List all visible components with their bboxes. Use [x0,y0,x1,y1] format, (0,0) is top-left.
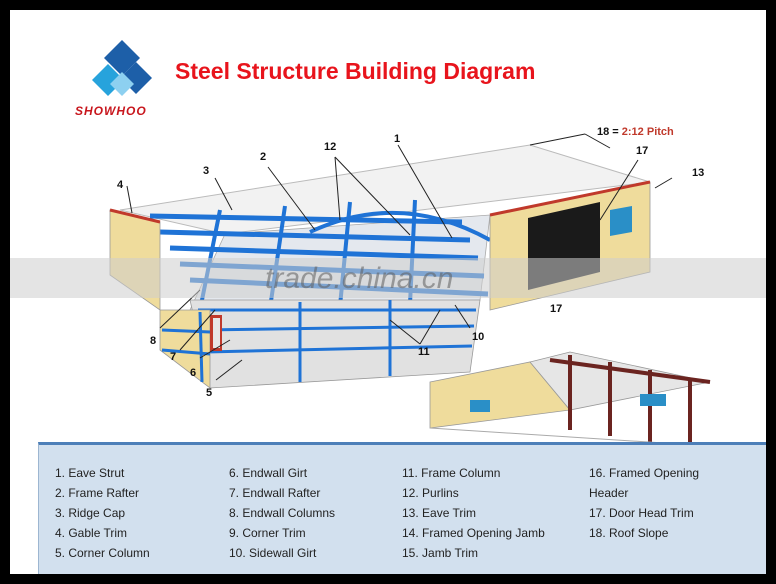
legend-item: 18. Roof Slope [589,526,669,540]
legend-item: 2. Frame Rafter [55,486,140,500]
legend-item: 4. Gable Trim [55,526,128,540]
callout-3: 3 [203,165,209,177]
callout-11: 11 [418,346,430,358]
callout-leaders [126,133,673,381]
callout-12: 12 [324,141,336,153]
callout-6: 6 [190,367,196,379]
legend-item: 8. Endwall Columns [229,506,336,520]
callout-7: 7 [170,351,176,363]
legend-item: Header [589,486,629,500]
sidewall-girts [198,300,476,382]
watermark: trade.china.cn [265,262,454,295]
callout-13: 13 [692,167,704,179]
legend-item: 15. Jamb Trim [402,546,479,560]
callout-10: 10 [472,331,484,343]
legend-item: 9. Corner Trim [229,526,306,540]
legend-column-2: 6. Endwall Girt 7. Endwall Rafter 8. End… [229,463,335,563]
legend-item: 10. Sidewall Girt [229,546,317,560]
legend-column-4: 16. Framed Opening Header 17. Door Head … [589,463,699,543]
pitch-prefix: 18 = [597,126,622,138]
legend-item: 1. Eave Strut [55,466,125,480]
callout-17-bottom: 17 [550,303,562,315]
callout-5: 5 [206,387,212,399]
callout-2: 2 [260,151,266,163]
legend-item: 14. Framed Opening Jamb [402,526,545,540]
callout-8: 8 [150,335,156,347]
callout-1: 1 [394,133,400,145]
legend-item: 17. Door Head Trim [589,506,694,520]
watermark-band [10,258,766,298]
legend-item: 11. Frame Column [402,466,501,480]
legend-item: 5. Corner Column [55,546,150,560]
callout-17-top: 17 [636,145,648,157]
legend-item: 16. Framed Opening [589,466,700,480]
legend-item: 13. Eave Trim [402,506,477,520]
brand-name: SHOWHOO [75,104,147,118]
legend-item: 6. Endwall Girt [229,466,308,480]
pitch-value: 2:12 Pitch [622,126,674,138]
legend-item: 7. Endwall Rafter [229,486,321,500]
legend-panel: 1. Eave Strut 2. Frame Rafter 3. Ridge C… [38,442,766,574]
legend-column-3: 11. Frame Column 12. Purlins 13. Eave Tr… [402,463,545,563]
legend-item: 3. Ridge Cap [55,506,126,520]
showhoo-logo-icon [92,40,152,96]
callout-4: 4 [117,179,124,191]
image-frame: 1 2 3 4 5 6 7 8 10 11 12 13 17 17 18 = 2… [10,10,766,574]
secondary-building [429,351,711,447]
page-title: Steel Structure Building Diagram [175,58,536,84]
legend-item: 12. Purlins [402,486,459,500]
roof-pitch-label: 18 = 2:12 Pitch [597,126,674,138]
legend-column-1: 1. Eave Strut 2. Frame Rafter 3. Ridge C… [55,463,150,563]
